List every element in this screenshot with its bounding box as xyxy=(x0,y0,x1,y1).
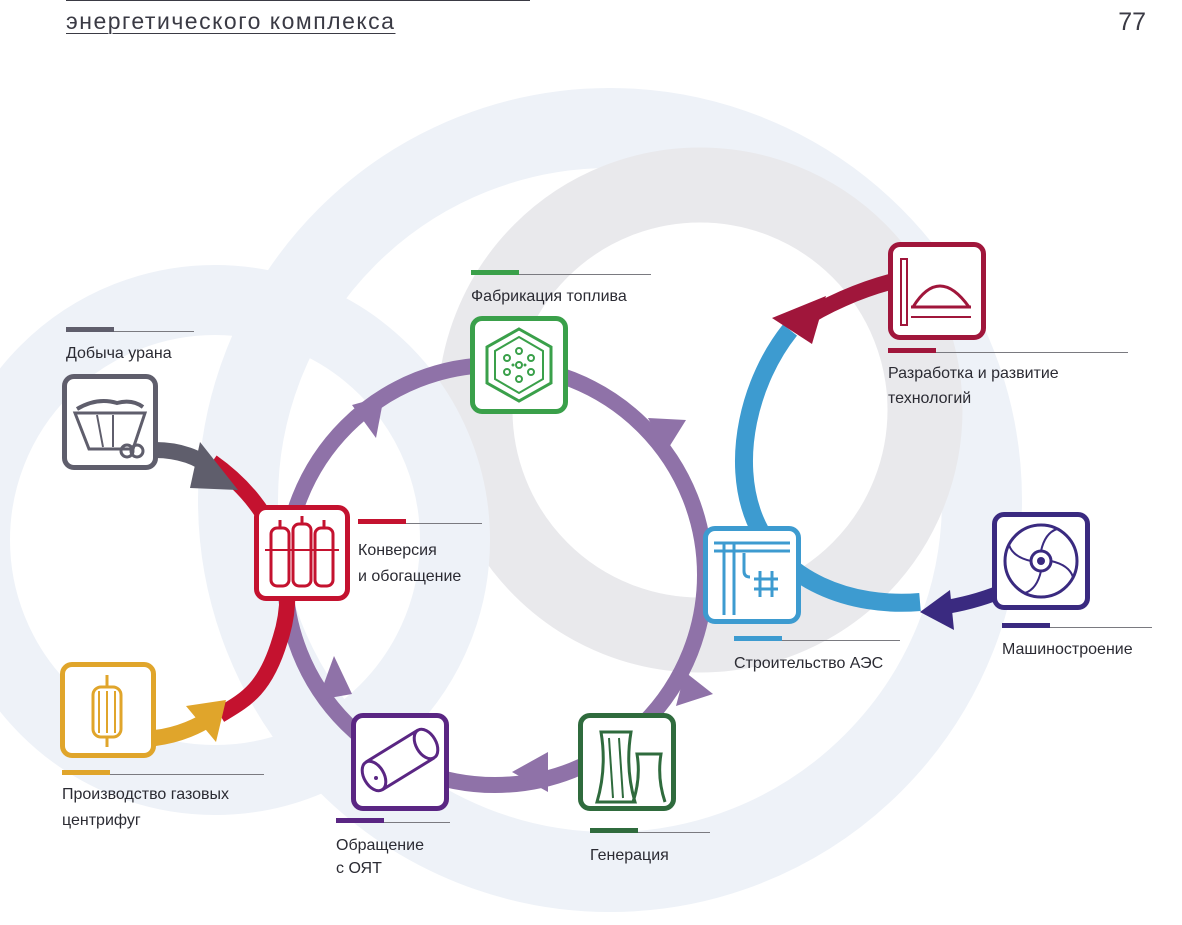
machinery-tile xyxy=(992,512,1090,610)
rnd-tile xyxy=(888,242,986,340)
bg-ring-large xyxy=(198,88,1022,912)
generation-color-bar xyxy=(590,828,638,833)
machinery-label: Машиностроение xyxy=(1002,641,1133,658)
conversion-label-1: Конверсия xyxy=(358,542,437,559)
conversion-tile xyxy=(254,505,350,601)
header-rule xyxy=(66,0,530,1)
generation-rule xyxy=(638,832,710,833)
spent-fuel-tile xyxy=(351,713,449,811)
generation-label: Генерация xyxy=(590,847,669,864)
spent-fuel-label-1: Обращение xyxy=(336,837,424,854)
construction-color-bar xyxy=(734,636,782,641)
cycle-arrow-5 xyxy=(318,656,352,700)
mining-color-bar xyxy=(66,327,114,332)
cycle-arrow-2 xyxy=(648,418,686,452)
conversion-rule xyxy=(406,523,482,524)
mine-cart-icon xyxy=(72,399,148,459)
fuel-rule xyxy=(519,274,651,275)
machinery-rule xyxy=(1050,627,1152,628)
rnd-rule xyxy=(936,352,1128,353)
construction-arc xyxy=(735,324,921,612)
rnd-label-2: технологий xyxy=(888,390,972,407)
rnd-label-1: Разработка и развитие xyxy=(888,365,1059,382)
conversion-color-bar xyxy=(358,519,406,524)
spent-fuel-rule xyxy=(384,822,450,823)
construction-rule xyxy=(782,640,900,641)
centrifuge-tile xyxy=(60,662,156,758)
fuel-tile xyxy=(470,316,568,414)
cycle-arrow-1 xyxy=(352,396,384,438)
gas-cylinders-icon xyxy=(265,516,339,588)
crane-icon xyxy=(714,541,790,615)
mining-arrowhead xyxy=(190,442,238,490)
mining-label: Добыча урана xyxy=(66,345,172,362)
rnd-color-bar xyxy=(888,348,936,353)
reactor-dome-icon xyxy=(900,258,971,326)
machinery-color-bar xyxy=(1002,623,1050,628)
waste-barrel-icon xyxy=(360,727,440,793)
centrifuge-label-1: Производство газовых xyxy=(62,786,230,803)
bg-ring-left xyxy=(0,265,490,815)
centrifuge-arrowhead xyxy=(186,700,226,742)
conversion-arc xyxy=(207,455,296,722)
construction-tile xyxy=(703,526,801,624)
turbine-fan-icon xyxy=(1003,523,1079,599)
centrifuge-color-bar xyxy=(62,770,110,775)
machinery-arrowhead xyxy=(920,590,954,630)
spent-fuel-color-bar xyxy=(336,818,384,823)
page-number: 77 xyxy=(1118,8,1146,36)
page-title: энергетического комплекса xyxy=(66,8,396,34)
fuel-color-bar xyxy=(471,270,519,275)
centrifuge-label-2: центрифуг xyxy=(62,812,141,829)
rnd-arrowhead xyxy=(772,296,826,344)
centrifuge-icon xyxy=(91,675,123,747)
construction-label: Строительство АЭС xyxy=(734,655,884,672)
centrifuge-rule xyxy=(110,774,264,775)
fuel-assembly-icon xyxy=(485,327,553,403)
fuel-label: Фабрикация топлива xyxy=(471,288,627,305)
mining-tile xyxy=(62,374,158,470)
cycle-arrow-4 xyxy=(512,752,548,792)
mining-rule xyxy=(114,331,194,332)
cycle-arrow-3 xyxy=(676,672,713,706)
cooling-tower-icon xyxy=(594,730,667,804)
spent-fuel-label-2: с ОЯТ xyxy=(336,860,382,877)
generation-tile xyxy=(578,713,676,811)
conversion-label-2: и обогащение xyxy=(358,568,462,585)
